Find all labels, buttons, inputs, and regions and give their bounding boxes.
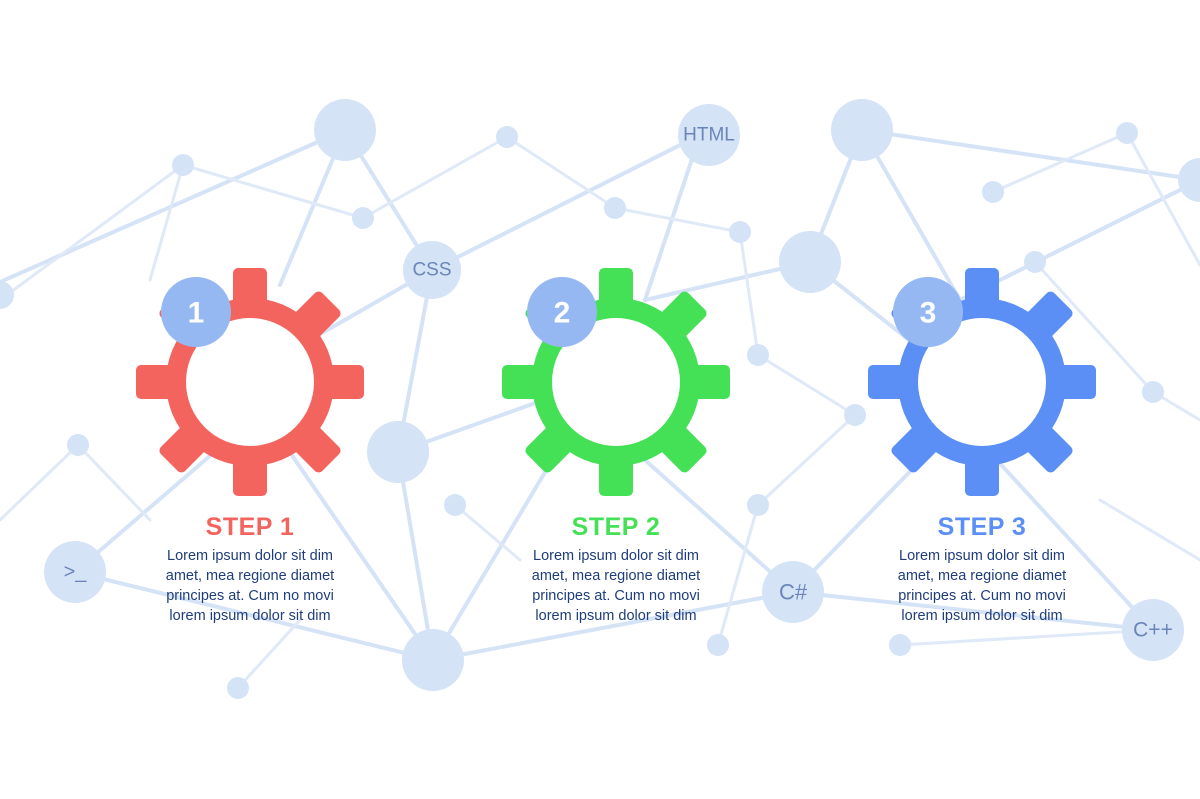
step-number: 3 (920, 297, 937, 330)
step-3: 3 STEP 3 Lorem ipsum dolor sit dim amet,… (852, 266, 1112, 626)
step-number: 2 (554, 297, 571, 330)
step-description: Lorem ipsum dolor sit dim amet, mea regi… (897, 548, 1067, 624)
cpp-label: C++ (1133, 619, 1173, 642)
step-number-badge (161, 277, 231, 347)
node-csharp: C# (762, 561, 824, 623)
step-description: Lorem ipsum dolor sit dim amet, mea regi… (165, 548, 335, 624)
gear-center (186, 318, 314, 446)
html-label: HTML (683, 125, 735, 146)
csharp-label: C# (779, 580, 808, 605)
step-1: 1 STEP 1 Lorem ipsum dolor sit dim amet,… (120, 266, 380, 626)
node-html: HTML (678, 104, 740, 166)
gear-icon: 1 (136, 268, 364, 496)
step-title: STEP 3 (937, 513, 1027, 541)
step-description: Lorem ipsum dolor sit dim amet, mea regi… (531, 548, 701, 624)
network-edges-thin (0, 131, 1200, 690)
node-cpp: C++ (1122, 599, 1184, 661)
gear-icon: 2 (502, 268, 730, 496)
node-terminal: >_ (44, 541, 106, 603)
gear-center (918, 318, 1046, 446)
terminal-label: >_ (64, 561, 88, 583)
step-title: STEP 2 (571, 513, 661, 541)
step-number-badge (527, 277, 597, 347)
network-nodes (0, 99, 1200, 699)
step-2: 2 STEP 2 Lorem ipsum dolor sit dim amet,… (486, 266, 746, 626)
step-title: STEP 1 (205, 513, 295, 541)
css-label: CSS (412, 260, 451, 281)
step-number-badge (893, 277, 963, 347)
node-css: CSS (403, 241, 461, 299)
step-number: 1 (188, 297, 205, 330)
gear-icon: 3 (868, 268, 1096, 496)
gear-center (552, 318, 680, 446)
